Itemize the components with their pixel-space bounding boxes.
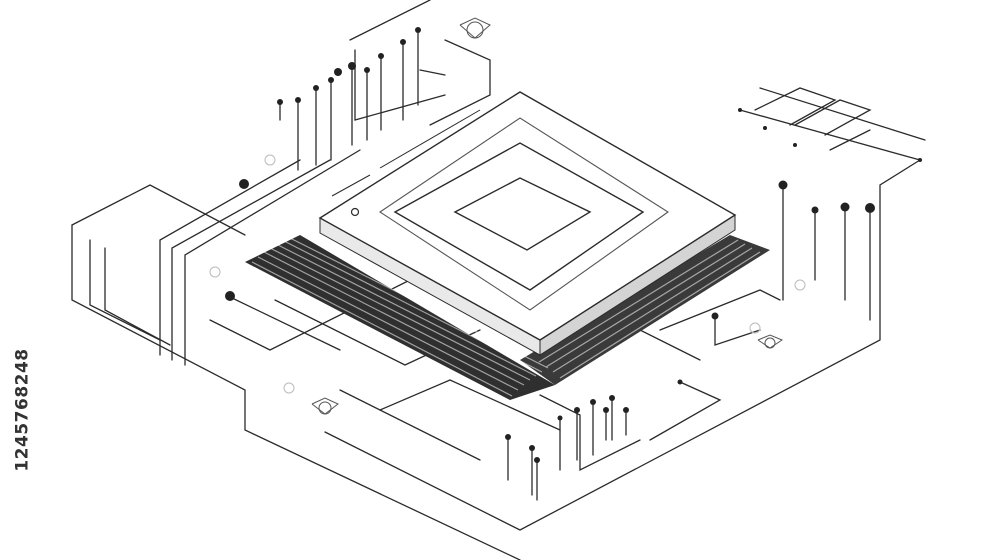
padlock-icon xyxy=(311,17,784,415)
stock-id-text: 1245768248 xyxy=(13,348,34,472)
pin-leads xyxy=(279,29,871,501)
trace-node-icon xyxy=(225,27,922,463)
decor-rings xyxy=(209,154,806,394)
chip-pins xyxy=(245,235,770,400)
board-traces xyxy=(71,0,926,560)
stock-id-watermark: 1245768248 xyxy=(10,312,36,508)
cpu-chip-icon xyxy=(318,91,737,356)
edge-pins xyxy=(331,109,481,197)
